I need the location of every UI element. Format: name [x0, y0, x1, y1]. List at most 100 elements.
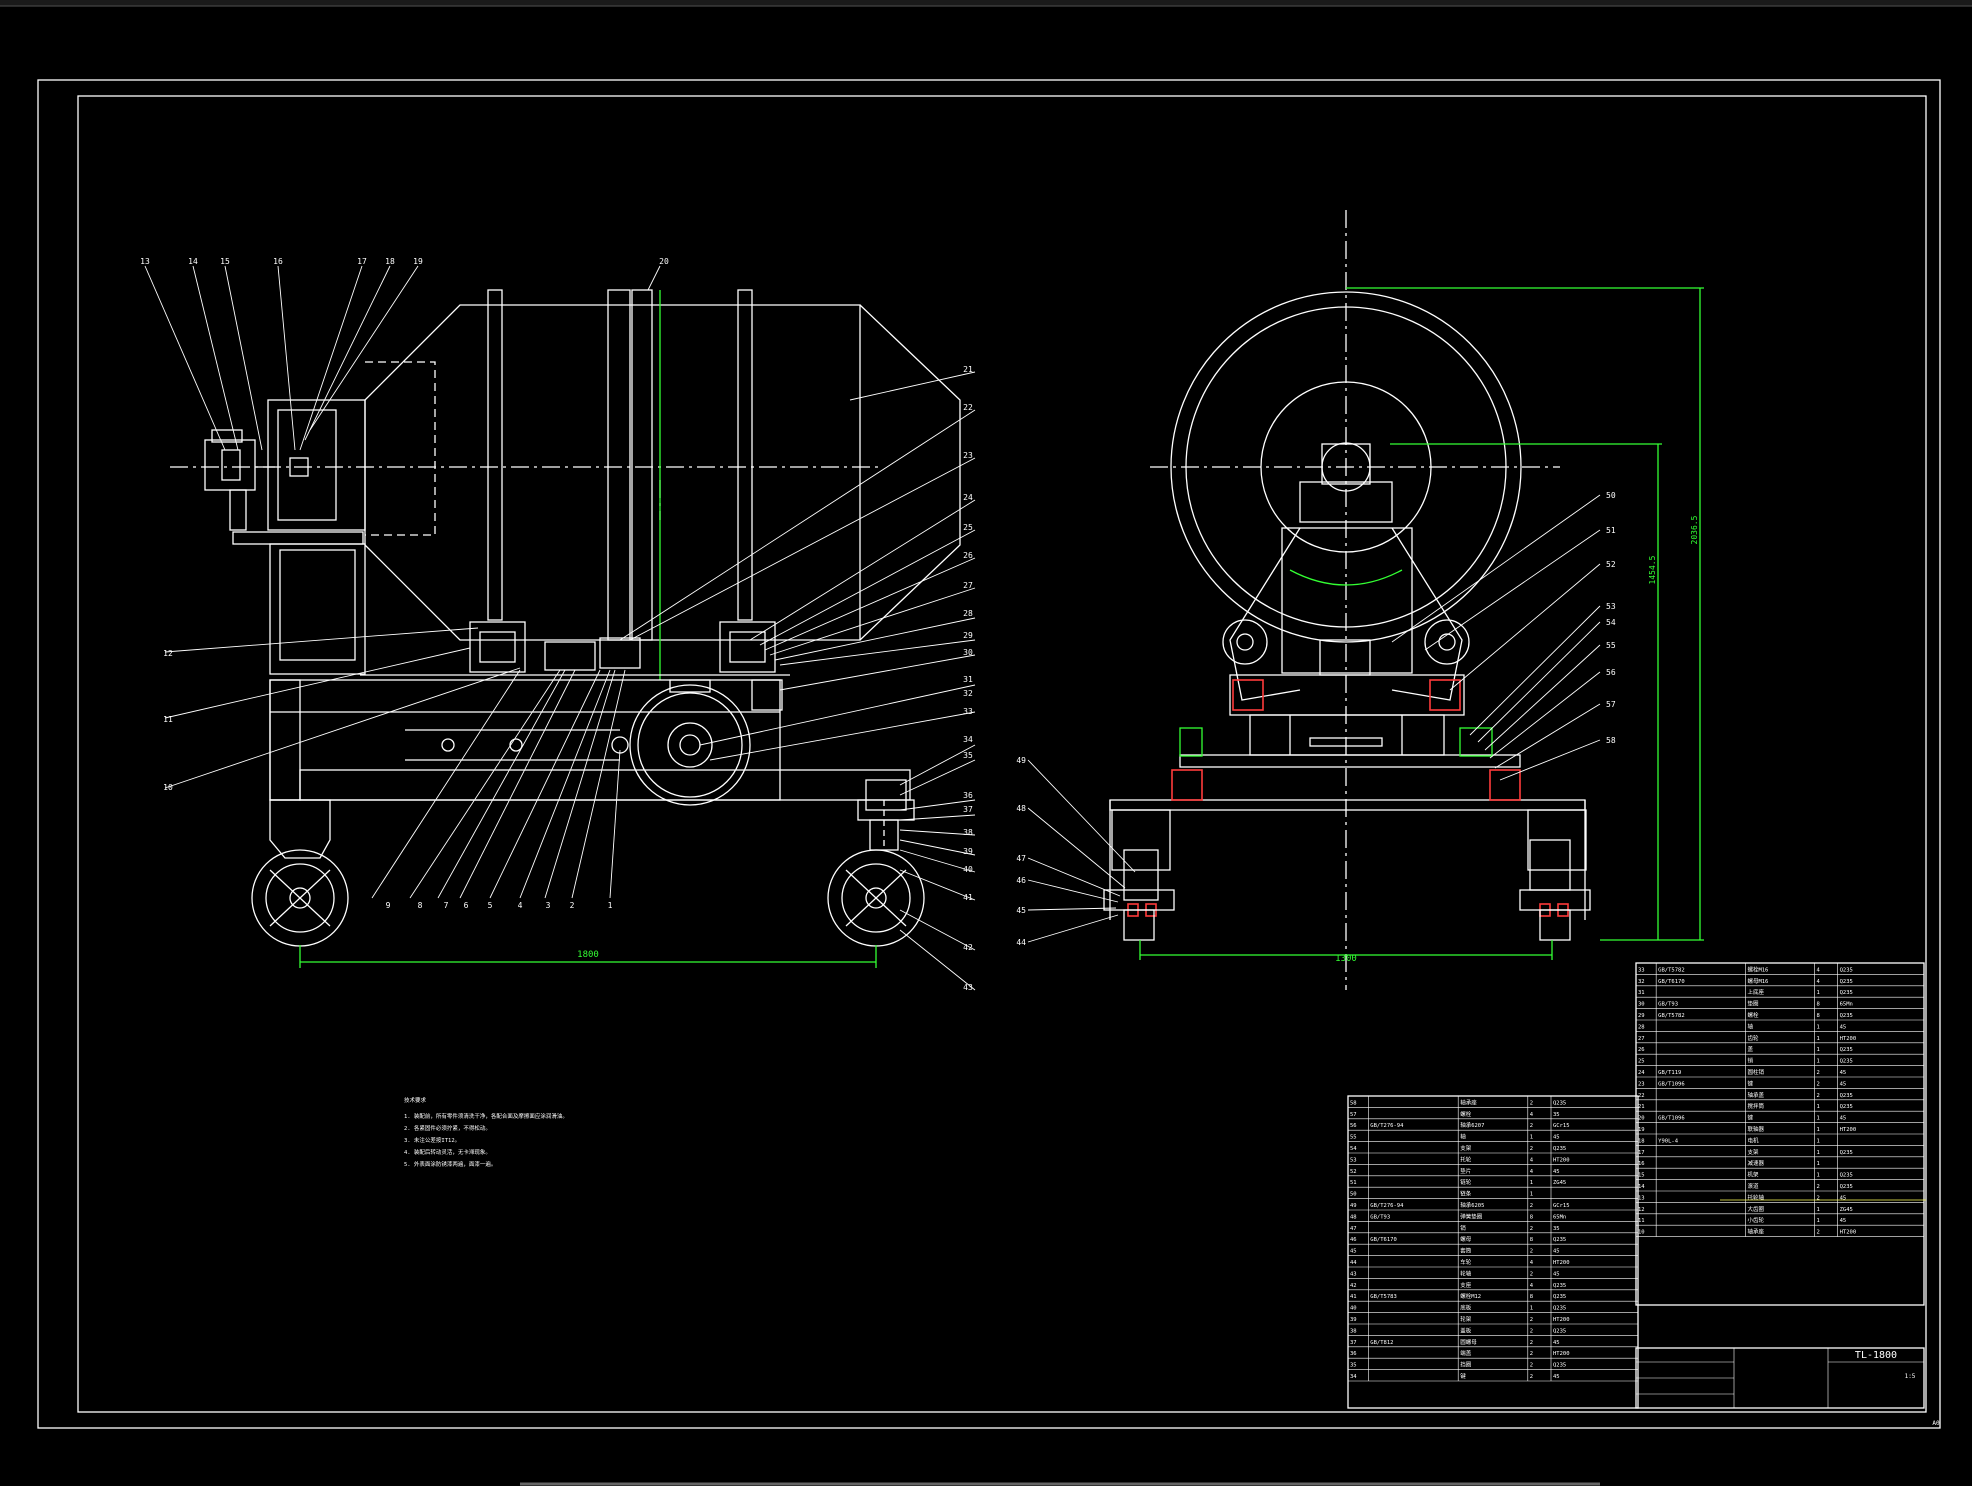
notes-line-4: 4. 装配后转动灵活，无卡滞现象。	[404, 1148, 491, 1156]
callout-56[interactable]: 56	[1606, 668, 1616, 677]
callout-28[interactable]: 28	[963, 609, 973, 618]
table-cell-qty: 2	[1530, 1340, 1533, 1346]
callout-33[interactable]: 33	[963, 707, 973, 716]
callout-11[interactable]: 11	[163, 715, 173, 724]
title-block[interactable]: TL-1800 1:5 A0	[1635, 1347, 1940, 1427]
table-cell-no: 31	[1638, 990, 1645, 996]
table-cell-qty: 2	[1530, 1351, 1533, 1357]
right-side-view[interactable]: 1300 2036.5 1454.5 44 45 4	[1016, 210, 1704, 990]
sheet-size: A0	[1932, 1420, 1940, 1427]
table-cell-name: 销	[1460, 1224, 1466, 1232]
table-cell-no: 18	[1638, 1138, 1645, 1144]
callout-54[interactable]: 54	[1606, 618, 1616, 627]
table-cell-name: 支架	[1460, 1144, 1472, 1152]
table-cell-mat: Q235	[1840, 1013, 1853, 1019]
table-cell-mat: 45	[1553, 1271, 1560, 1277]
callout-30[interactable]: 30	[963, 648, 973, 657]
callout-42[interactable]: 42	[963, 943, 973, 952]
callout-16[interactable]: 16	[273, 257, 283, 266]
table-cell-qty: 8	[1817, 1002, 1820, 1008]
callout-14[interactable]: 14	[188, 257, 198, 266]
left-elevation-view[interactable]: 1800	[140, 257, 976, 992]
callout-44[interactable]: 44	[1016, 938, 1026, 947]
table-cell-name: 机架	[1747, 1171, 1759, 1179]
callout-29[interactable]: 29	[963, 631, 973, 640]
callout-3[interactable]: 3	[546, 901, 551, 910]
callout-48[interactable]: 48	[1016, 804, 1026, 813]
callout-38[interactable]: 38	[963, 828, 973, 837]
right-dim-inner-height: 1454.5	[1648, 555, 1657, 584]
table-cell-mat: 45	[1840, 1070, 1847, 1076]
callout-19[interactable]: 19	[413, 257, 423, 266]
table-cell-qty: 1	[1817, 1161, 1820, 1167]
table-cell-name: 螺栓M16	[1747, 965, 1768, 973]
callout-46[interactable]: 46	[1016, 876, 1026, 885]
table-cell-name: 电机	[1747, 1136, 1759, 1144]
table-cell-no: 44	[1350, 1260, 1357, 1266]
callout-20[interactable]: 20	[659, 257, 669, 266]
callout-49[interactable]: 49	[1016, 756, 1026, 765]
callout-4[interactable]: 4	[518, 901, 523, 910]
callout-32[interactable]: 32	[963, 689, 973, 698]
callout-6[interactable]: 6	[464, 901, 469, 910]
callout-21[interactable]: 21	[963, 365, 973, 374]
callout-25[interactable]: 25	[963, 523, 973, 532]
table-cell-mat: HT200	[1553, 1351, 1570, 1357]
callout-36[interactable]: 36	[963, 791, 973, 800]
callout-52[interactable]: 52	[1606, 560, 1616, 569]
callout-24[interactable]: 24	[963, 493, 973, 502]
callout-13[interactable]: 13	[140, 257, 150, 266]
table-cell-mat: Q235	[1553, 1146, 1566, 1152]
callout-26[interactable]: 26	[963, 551, 973, 560]
callout-35[interactable]: 35	[963, 751, 973, 760]
table-cell-code: Y90L-4	[1658, 1138, 1679, 1144]
callout-1[interactable]: 1	[608, 901, 613, 910]
callout-8[interactable]: 8	[418, 901, 423, 910]
callout-47[interactable]: 47	[1016, 854, 1026, 863]
callout-15[interactable]: 15	[220, 257, 230, 266]
callout-37[interactable]: 37	[963, 805, 973, 814]
table-cell-no: 28	[1638, 1024, 1645, 1030]
table-cell-qty: 2	[1530, 1271, 1533, 1277]
callout-31[interactable]: 31	[963, 675, 973, 684]
callout-50[interactable]: 50	[1606, 491, 1616, 500]
notes-line-5: 5. 外表面涂防锈漆两遍，面漆一遍。	[404, 1160, 496, 1168]
table-cell-name: 链轮	[1460, 1178, 1472, 1186]
table-cell-mat: 65Mn	[1553, 1214, 1566, 1220]
callout-51[interactable]: 51	[1606, 526, 1616, 535]
right-dim-outer-height: 2036.5	[1690, 515, 1699, 544]
left-dim-1800: 1800	[577, 950, 599, 960]
callout-39[interactable]: 39	[963, 847, 973, 856]
callout-5[interactable]: 5	[488, 901, 493, 910]
callout-9[interactable]: 9	[386, 901, 391, 910]
callout-45[interactable]: 45	[1016, 906, 1026, 915]
callout-43[interactable]: 43	[963, 983, 973, 992]
notes-line-1: 1. 装配前，所有零件须清洗干净，各配合面及摩擦面应涂润滑油。	[404, 1112, 568, 1120]
callout-57[interactable]: 57	[1606, 700, 1616, 709]
callout-41[interactable]: 41	[963, 893, 973, 902]
table-cell-name: 键	[1460, 1372, 1466, 1380]
table-cell-no: 53	[1350, 1157, 1357, 1163]
callout-12[interactable]: 12	[163, 649, 173, 658]
callout-18[interactable]: 18	[385, 257, 395, 266]
callout-40[interactable]: 40	[963, 865, 973, 874]
table-cell-no: 38	[1350, 1328, 1357, 1334]
table-cell-name: 轮架	[1460, 1315, 1472, 1323]
callout-55[interactable]: 55	[1606, 641, 1616, 650]
table-cell-name: 轴承6205	[1460, 1201, 1484, 1209]
table-cell-mat: Q235	[1553, 1283, 1566, 1289]
callout-2[interactable]: 2	[570, 901, 575, 910]
callout-22[interactable]: 22	[963, 403, 973, 412]
callout-17[interactable]: 17	[357, 257, 367, 266]
callout-58[interactable]: 58	[1606, 736, 1616, 745]
callout-10[interactable]: 10	[163, 783, 173, 792]
callout-7[interactable]: 7	[444, 901, 449, 910]
callout-27[interactable]: 27	[963, 581, 973, 590]
callout-23[interactable]: 23	[963, 451, 973, 460]
callout-53[interactable]: 53	[1606, 602, 1616, 611]
callout-34[interactable]: 34	[963, 735, 973, 744]
table-cell-no: 50	[1350, 1192, 1357, 1198]
